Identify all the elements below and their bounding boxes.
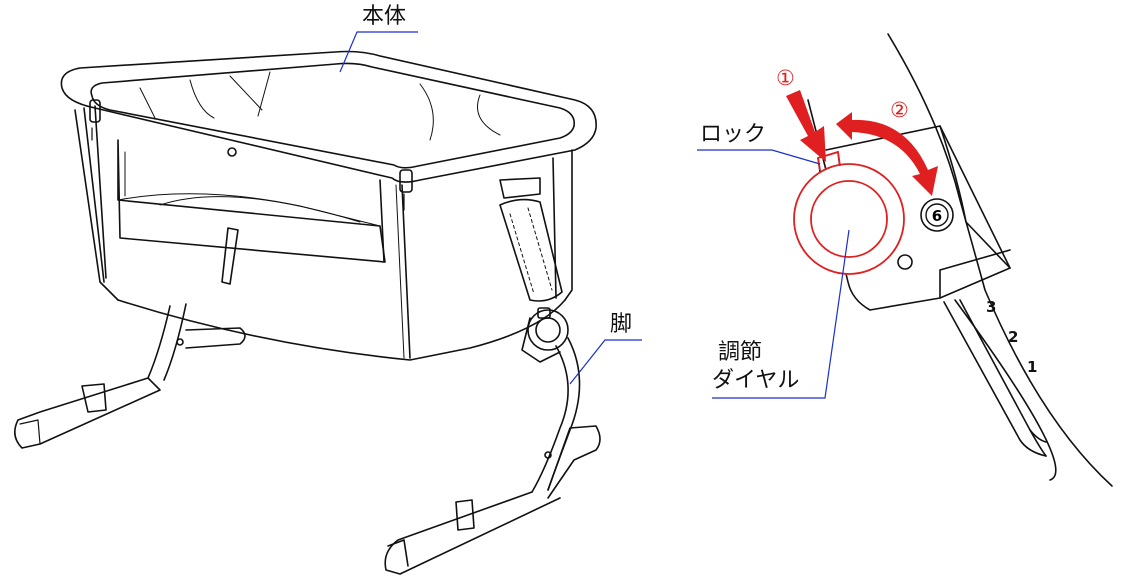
height-badge: 6 (920, 198, 954, 232)
leader-lock (697, 149, 821, 165)
leader-leg (569, 339, 642, 385)
scale-mark-1: 1 (1027, 358, 1038, 376)
bassinet-legs (14, 303, 601, 575)
step-2-marker: ② (890, 98, 909, 122)
label-body: 本体 (362, 4, 407, 29)
rotate-arrow (836, 112, 938, 196)
height-badge-number: 6 (932, 207, 942, 225)
leader-body (339, 31, 418, 73)
step-1-marker: ① (776, 66, 795, 90)
label-dial-line1: 調節 (718, 340, 763, 365)
label-lock: ロック (700, 122, 767, 147)
leader-lines (339, 31, 850, 399)
step-arrows (786, 90, 938, 196)
bassinet-body (60, 50, 597, 361)
scale-mark-2: 2 (1008, 328, 1019, 346)
leader-dial (712, 229, 850, 399)
label-dial-line2: ダイヤル (712, 368, 800, 393)
scale-mark-3: 3 (986, 298, 997, 316)
press-down-arrow (786, 90, 826, 162)
label-leg: 脚 (610, 312, 633, 337)
dial-highlight (793, 150, 905, 275)
